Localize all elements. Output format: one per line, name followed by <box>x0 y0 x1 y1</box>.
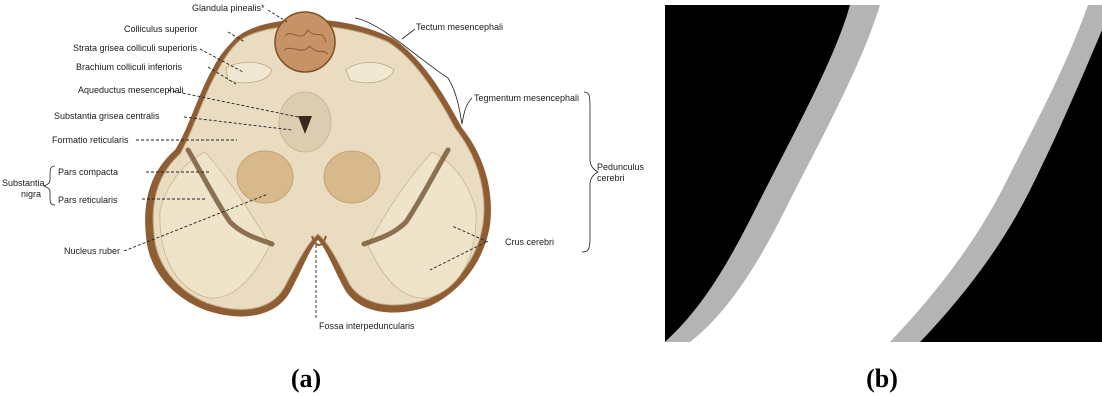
label-glandula-pinealis: Glandula pinealis* <box>192 3 265 13</box>
label-fossa-interpeduncularis: Fossa interpeduncularis <box>319 321 415 331</box>
label-tegmentum: Tegmentum mesencephali <box>474 93 579 103</box>
label-brachium: Brachium colliculi inferioris <box>76 62 183 72</box>
midbrain-illustration <box>145 12 491 316</box>
label-formatio-reticularis: Formatio reticularis <box>52 135 129 145</box>
label-substantia-grisea: Substantia grisea centralis <box>54 111 160 121</box>
label-tectum: Tectum mesencephali <box>416 22 503 32</box>
label-colliculus-superior: Colliculus superior <box>124 24 198 34</box>
nucleus-ruber-right <box>324 151 380 203</box>
label-nigra: nigra <box>21 189 41 199</box>
caption-a: (a) <box>291 364 321 393</box>
caption-b: (b) <box>866 364 898 393</box>
label-cerebri: cerebri <box>597 173 625 183</box>
label-strata-grisea: Strata grisea colliculi superioris <box>73 43 198 53</box>
label-pars-reticularis: Pars reticularis <box>58 195 118 205</box>
label-crus-cerebri: Crus cerebri <box>505 237 554 247</box>
panel-b-image <box>665 5 1102 342</box>
label-aqueductus: Aqueductus mesencephali <box>78 85 184 95</box>
label-pars-compacta: Pars compacta <box>58 167 118 177</box>
label-substantia: Substantia <box>2 178 45 188</box>
label-pedunculus: Pedunculus <box>597 162 645 172</box>
label-nucleus-ruber: Nucleus ruber <box>64 246 120 256</box>
